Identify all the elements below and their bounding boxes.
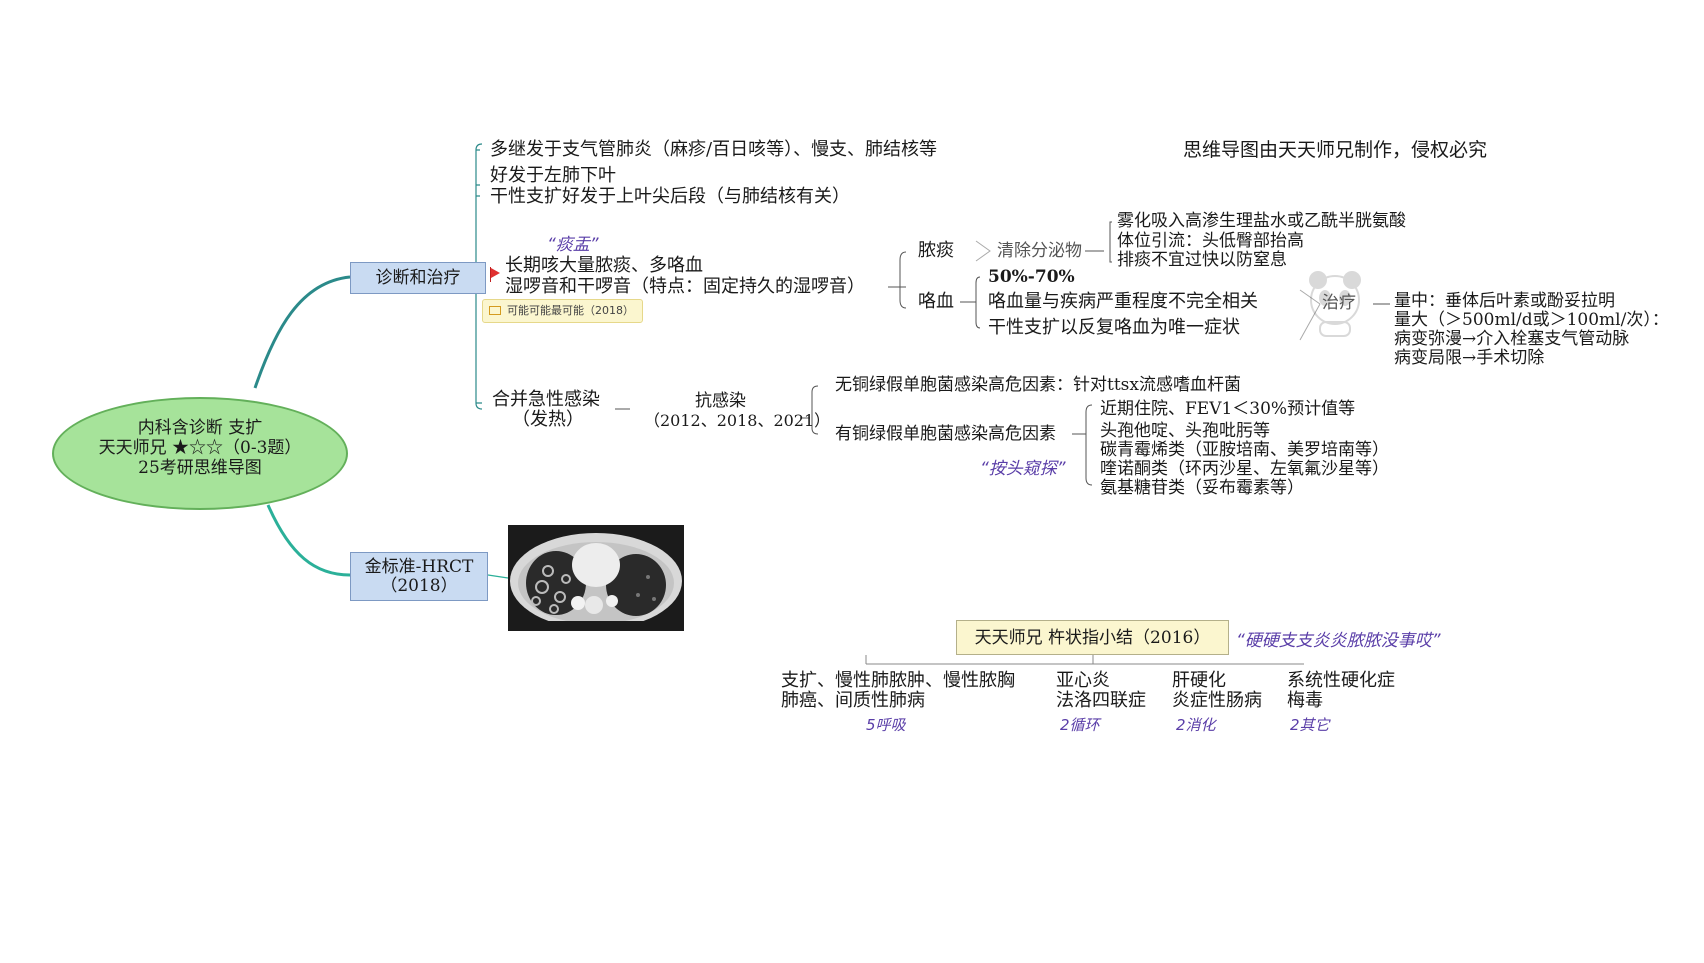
node-site-dry[interactable]: 干性支扩好发于上叶尖后段（与肺结核有关）	[490, 186, 850, 207]
flag-pole	[490, 267, 491, 282]
node-pa-item-5[interactable]: 氨基糖苷类（妥布霉素等）	[1100, 478, 1304, 498]
summary-group-other-note: 2其它	[1290, 716, 1330, 734]
node-symptom-rales[interactable]: 湿啰音和干啰音（特点：固定持久的湿啰音）	[505, 276, 865, 297]
node-hemo-treat[interactable]: 治疗	[1322, 293, 1356, 313]
root-topic[interactable]: 内科含诊断 支扩 天天师兄 ★☆☆（0-3题） 25考研思维导图	[52, 397, 348, 510]
handwritten-note-phlegm: “痰盂”	[547, 235, 599, 255]
clubbing-summary-title[interactable]: 天天师兄 杵状指小结（2016）	[956, 620, 1229, 655]
node-infection-fever[interactable]: （发热）	[512, 409, 584, 430]
branch-gold-standard[interactable]: 金标准-HRCT （2018）	[350, 552, 488, 601]
node-treat-3[interactable]: 病变弥漫→介入栓塞支气管动脉	[1394, 329, 1630, 349]
node-pa-item-2[interactable]: 头孢他啶、头孢吡肟等	[1100, 421, 1270, 441]
node-anti-infection[interactable]: 抗感染	[695, 391, 746, 411]
node-hemoptysis[interactable]: 咯血	[918, 291, 954, 312]
gold-standard-year: （2018）	[380, 576, 458, 596]
red-flag-icon	[491, 268, 500, 278]
panda-sticker-icon	[1309, 271, 1361, 337]
node-pus-method-1[interactable]: 雾化吸入高渗生理盐水或乙酰半胱氨酸	[1117, 211, 1406, 231]
branch-diagnosis-treatment[interactable]: 诊断和治疗	[350, 262, 486, 294]
summary-group-respiratory-note: 5呼吸	[866, 716, 906, 734]
label-tag-text: 可能可能最可能（2018）	[507, 304, 634, 317]
node-pus[interactable]: 脓痰	[918, 240, 954, 261]
label-tag[interactable]: 可能可能最可能（2018）	[482, 299, 643, 323]
node-pseudomonas[interactable]: 有铜绿假单胞菌感染高危因素	[835, 424, 1056, 444]
node-anti-infection-years[interactable]: （2012、2018、2021）	[644, 411, 831, 430]
summary-group-other-line2[interactable]: 梅毒	[1287, 690, 1323, 711]
node-treat-2[interactable]: 量大（＞500ml/d或＞100ml/次）：	[1394, 310, 1669, 330]
root-title: 内科含诊断 支扩	[137, 418, 263, 438]
gold-standard-label: 金标准-HRCT	[364, 557, 474, 577]
node-cause[interactable]: 多继发于支气管肺炎（麻疹/百日咳等）、慢支、肺结核等	[490, 139, 938, 160]
summary-group-respiratory-line2[interactable]: 肺癌、间质性肺病	[781, 690, 925, 711]
summary-group-other-line1[interactable]: 系统性硬化症	[1287, 670, 1395, 691]
node-treat-4[interactable]: 病变局限→手术切除	[1394, 348, 1545, 368]
node-treat-1[interactable]: 量中：垂体后叶素或酚妥拉明	[1394, 291, 1615, 311]
node-pus-method-2[interactable]: 体位引流：头低臀部抬高	[1117, 231, 1304, 251]
node-no-pseudomonas[interactable]: 无铜绿假单胞菌感染高危因素：针对ttsx流感嗜血杆菌	[835, 375, 1241, 395]
node-hemo-percent[interactable]: 50%-70%	[988, 267, 1075, 287]
summary-group-digestive-line1[interactable]: 肝硬化	[1172, 670, 1226, 691]
handwritten-note-mnemonic: “硬硬支支炎炎脓脓没事哎”	[1236, 631, 1441, 651]
hrct-scan-drawing	[508, 525, 684, 631]
root-subtitle: 25考研思维导图	[138, 458, 262, 478]
node-pa-item-1[interactable]: 近期住院、FEV1＜30%预计值等	[1100, 399, 1356, 419]
summary-group-circulatory-line2[interactable]: 法洛四联症	[1056, 690, 1146, 711]
node-infection[interactable]: 合并急性感染	[492, 389, 600, 410]
node-pus-method-3[interactable]: 排痰不宜过快以防窒息	[1117, 250, 1287, 270]
node-pa-item-4[interactable]: 喹诺酮类（环丙沙星、左氧氟沙星等）	[1100, 459, 1389, 479]
node-pus-action[interactable]: 清除分泌物	[997, 241, 1082, 261]
label-icon	[489, 305, 501, 315]
node-hemo-dry[interactable]: 干性支扩以反复咯血为唯一症状	[988, 317, 1240, 338]
root-author: 天天师兄 ★☆☆（0-3题）	[98, 438, 302, 458]
copyright-watermark: 思维导图由天天师兄制作，侵权必究	[1183, 139, 1488, 161]
summary-group-circulatory-note: 2循环	[1060, 716, 1100, 734]
hrct-scan-image[interactable]	[508, 525, 684, 631]
summary-group-digestive-note: 2消化	[1176, 716, 1216, 734]
node-hemo-severity[interactable]: 咯血量与疾病严重程度不完全相关	[988, 291, 1258, 312]
node-symptom-sputum[interactable]: 长期咳大量脓痰、多咯血	[505, 255, 703, 276]
summary-group-digestive-line2[interactable]: 炎症性肠病	[1172, 690, 1262, 711]
summary-group-respiratory-line1[interactable]: 支扩、慢性肺脓肿、慢性脓胸	[781, 670, 1015, 691]
node-pa-item-3[interactable]: 碳青霉烯类（亚胺培南、美罗培南等）	[1100, 440, 1389, 460]
summary-group-circulatory-line1[interactable]: 亚心炎	[1056, 670, 1110, 691]
handwritten-note-antibiotics: “按头窥探”	[980, 459, 1066, 479]
node-site-left[interactable]: 好发于左肺下叶	[490, 165, 616, 186]
